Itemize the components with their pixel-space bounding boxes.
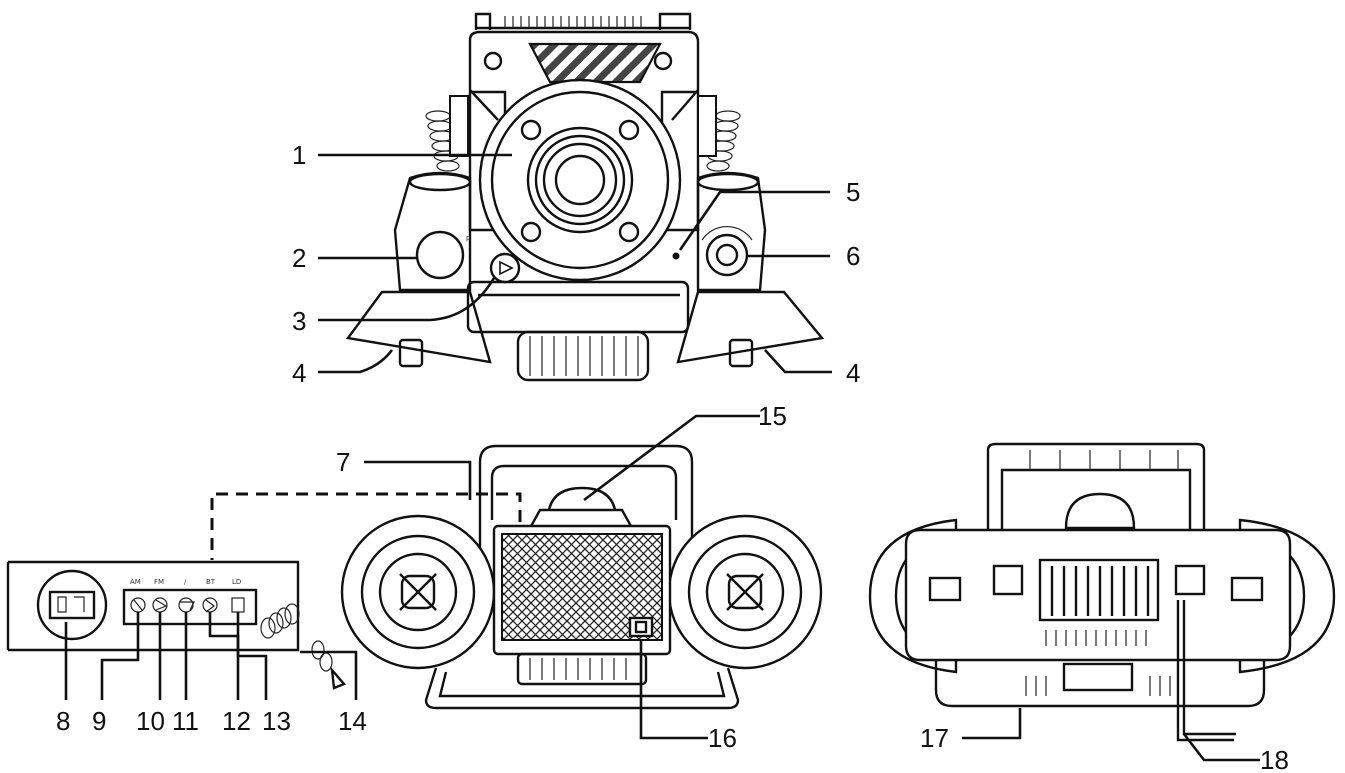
control-panel-detail: AM FM / BT LD <box>6 560 358 700</box>
callout-4-right: 4 <box>846 358 860 388</box>
callout-9: 9 <box>92 706 106 736</box>
callout-14: 14 <box>338 706 367 736</box>
svg-text:BT: BT <box>206 578 216 586</box>
svg-text:FM: FM <box>154 578 164 586</box>
callout-10: 10 <box>136 706 165 736</box>
svg-text:p: p <box>466 234 471 242</box>
svg-text:LD: LD <box>232 578 241 586</box>
callout-labels: 1 2 3 4 4 5 6 7 8 9 10 11 12 13 14 15 16… <box>56 140 1289 773</box>
callout-13: 13 <box>262 706 291 736</box>
display-window <box>36 569 108 641</box>
callout-11: 11 <box>172 706 199 736</box>
button-strip <box>122 588 258 626</box>
callout-16: 16 <box>708 723 737 753</box>
top-bracket <box>474 12 692 30</box>
right-coil-antenna <box>697 95 741 172</box>
back-view <box>868 442 1336 762</box>
callout-6: 6 <box>846 241 860 271</box>
lens-camera <box>478 78 682 282</box>
indicator-led <box>672 252 680 260</box>
callout-8: 8 <box>56 706 70 736</box>
callout-3: 3 <box>292 306 306 336</box>
front-view: p <box>318 12 832 382</box>
svg-text:AM: AM <box>130 578 141 586</box>
rear-view-speakers <box>210 414 823 740</box>
callout-17: 17 <box>920 723 949 753</box>
right-dial-knob[interactable] <box>705 233 749 277</box>
left-coil-antenna <box>425 95 469 172</box>
panel-button-icons[interactable] <box>133 599 215 613</box>
callout-2: 2 <box>292 243 306 273</box>
callout-5: 5 <box>846 177 860 207</box>
coil-cord <box>260 603 333 672</box>
callout-7: 7 <box>336 447 350 477</box>
callout-1: 1 <box>292 140 306 170</box>
small-play-button[interactable] <box>489 252 521 284</box>
right-fin <box>676 290 825 364</box>
callout-12: 12 <box>222 706 251 736</box>
striped-panel <box>528 42 662 84</box>
callout-15: 15 <box>758 401 787 431</box>
svg-text:/: / <box>184 578 187 586</box>
callout-4-left: 4 <box>292 358 306 388</box>
callout-18: 18 <box>1260 745 1289 773</box>
left-fin <box>345 290 492 364</box>
left-round-button[interactable] <box>415 230 465 280</box>
